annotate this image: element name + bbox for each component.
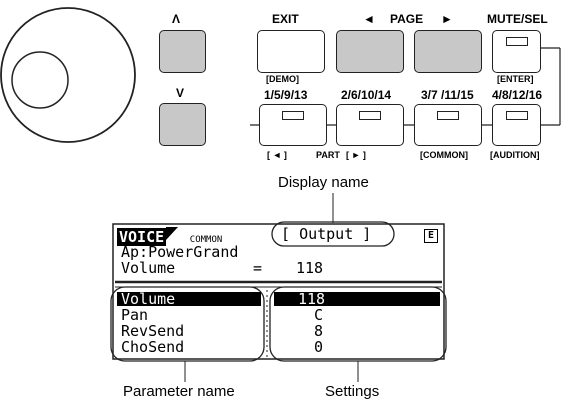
- parameter-name-caption: Parameter name: [123, 383, 235, 400]
- part3-button[interactable]: [414, 104, 482, 146]
- page-left-arrow-icon: ◄: [363, 12, 375, 26]
- param-row-selected[interactable]: Volume: [117, 290, 261, 308]
- page-left-button[interactable]: [336, 30, 404, 73]
- down-button[interactable]: [159, 103, 206, 146]
- page-name: [ Output ]: [281, 225, 372, 243]
- part1-button[interactable]: [259, 104, 327, 146]
- lcd-header: VOICE COMMON: [117, 227, 222, 246]
- part4-label: 4/8/12/16: [492, 88, 543, 102]
- common-sublabel: [COMMON]: [420, 150, 468, 160]
- part3-label: 3/7 /11/15: [421, 88, 474, 102]
- part2-led: [359, 111, 381, 120]
- part-left-sublabel: [ ◄ ]: [267, 150, 287, 160]
- part-right-sublabel: [ ► ]: [346, 150, 366, 160]
- param-name: Volume: [121, 290, 176, 308]
- current-param-equals: =: [253, 259, 263, 277]
- part4-led: [505, 111, 528, 120]
- mute-sel-label: MUTE/SEL: [487, 12, 548, 26]
- enter-sublabel: [ENTER]: [497, 74, 534, 84]
- display-name-oval: [271, 221, 395, 247]
- param-value[interactable]: 0: [314, 338, 324, 356]
- settings-caption: Settings: [325, 383, 380, 400]
- part1-led: [282, 111, 304, 120]
- display-name-caption: Display name: [278, 174, 369, 191]
- param-name[interactable]: Pan: [121, 306, 149, 324]
- page-label: PAGE: [390, 12, 424, 26]
- current-param-value: 118: [296, 259, 324, 277]
- mode-sub: COMMON: [189, 235, 223, 245]
- param-name[interactable]: RevSend: [121, 322, 185, 340]
- audition-sublabel: [AUDITION]: [490, 150, 540, 160]
- up-button[interactable]: [159, 30, 206, 73]
- down-label: V: [176, 86, 185, 100]
- lcd-frame: [112, 223, 445, 360]
- parameter-name-oval: [110, 286, 265, 362]
- mute-sel-button[interactable]: [492, 30, 541, 73]
- exit-button[interactable]: [257, 30, 325, 73]
- param-value[interactable]: 8: [314, 322, 324, 340]
- part3-led: [437, 111, 459, 120]
- param-value[interactable]: C: [314, 306, 324, 324]
- exit-label: EXIT: [272, 12, 299, 26]
- up-label: Λ: [172, 12, 181, 26]
- page-name-text: Output: [299, 225, 354, 243]
- edit-flag-icon: E: [424, 229, 438, 243]
- param-value: 118: [298, 290, 326, 308]
- mode-tag-tab-icon: [166, 227, 179, 240]
- part2-button[interactable]: [336, 104, 404, 146]
- part1-label: 1/5/9/13: [264, 88, 308, 102]
- param-name[interactable]: ChoSend: [121, 338, 185, 356]
- part2-label: 2/6/10/14: [341, 88, 392, 102]
- demo-sublabel: [DEMO]: [266, 74, 299, 84]
- page-right-button[interactable]: [414, 30, 482, 73]
- mode-tag: VOICE: [117, 228, 167, 246]
- mute-sel-led: [505, 37, 528, 46]
- voice-name: Ap:PowerGrand: [121, 243, 239, 261]
- data-dial-knob: [11, 51, 69, 109]
- part4-button[interactable]: [492, 104, 541, 146]
- value-row-selected[interactable]: 118: [274, 290, 440, 308]
- current-param-name: Volume: [121, 259, 176, 277]
- page-right-arrow-icon: ►: [441, 12, 453, 26]
- part-sublabel: PART: [316, 150, 340, 160]
